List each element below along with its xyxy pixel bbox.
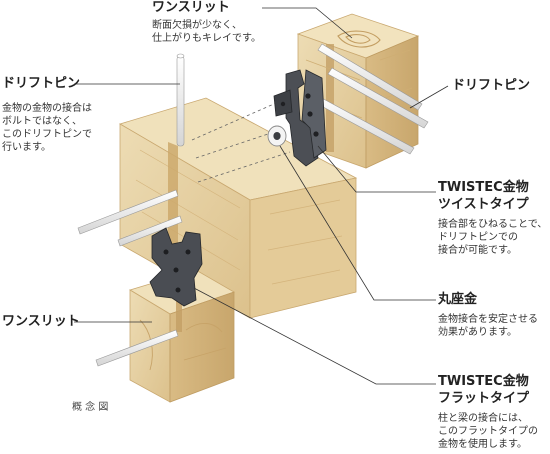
flat-bracket-hole-1 [163, 249, 169, 255]
label-drift-pin-left-desc: 金物の金物の接合は ボルトではなく、 このドリフトピンで 行います。 [2, 103, 92, 153]
beam-end-face [249, 177, 357, 319]
leader-drift-pin-right [409, 85, 449, 109]
beam-slit [168, 142, 178, 262]
flat-bracket-hole-4 [175, 287, 181, 293]
label-twistec-flat-subtitle: フラットタイプ [438, 391, 530, 406]
drift-pin-lower [95, 329, 179, 367]
label-one-slit-bottom-title: ワンスリット [2, 314, 80, 329]
leader-twistec-flat [193, 287, 436, 385]
label-washer-desc: 金物接合を安定させる 効果があります。 [438, 314, 538, 338]
label-one-slit-top-title: ワンスリット [152, 0, 230, 15]
twistec-twist-bracket [273, 69, 327, 167]
leader-twistec-twist [317, 145, 436, 193]
round-washer [267, 125, 287, 147]
label-washer-title: 丸座金 [438, 292, 478, 307]
flat-bracket-hole-2 [185, 249, 191, 255]
washer-hole [273, 132, 281, 140]
twist-bracket-hole-2 [307, 111, 313, 117]
label-twistec-flat-title: TWISTEC金物 [438, 374, 529, 389]
label-drift-pin-left-title: ドリフトピン [2, 76, 81, 91]
drift-pin-vertical [176, 55, 185, 147]
drift-pin-left-1 [77, 189, 179, 235]
upper-post-slit [326, 44, 334, 152]
label-twistec-twist-title: TWISTEC金物 [438, 180, 529, 195]
lower-post-side [169, 291, 235, 403]
drift-pin-right-1 [317, 43, 423, 111]
upper-post-grain [337, 30, 381, 48]
lower-post-slit [176, 292, 182, 332]
drift-pin-right-2 [327, 67, 429, 129]
label-twistec-twist-subtitle: ツイストタイプ [438, 197, 529, 212]
leader-one-slit-top [262, 7, 353, 39]
leader-washer [279, 145, 436, 301]
diagram-caption: 概 念 図 [72, 402, 109, 413]
twist-bracket-wing [301, 69, 327, 159]
twist-bracket-hole-3 [313, 131, 319, 137]
label-drift-pin-right-title: ドリフトピン [452, 78, 531, 93]
label-one-slit-top-desc: 断面欠損が少なく、 仕上がりもキレイです。 [152, 20, 261, 44]
twist-bracket-hole-4 [280, 101, 286, 107]
drift-pin-left-2 [117, 215, 183, 247]
flat-bracket-body [149, 227, 203, 307]
flat-bracket-hole-3 [173, 267, 179, 273]
label-twistec-flat-desc: 柱と梁の接合には、 このフラットタイプの 金物を使用します。 [438, 413, 538, 450]
drift-pins [77, 43, 429, 367]
twistec-flat-bracket [149, 227, 203, 307]
label-twistec-twist-desc: 接合部をひねることで、 ドリフトピンでの 接合が可能です。 [438, 219, 548, 256]
leader-lines [74, 7, 449, 385]
twist-bracket-hole-1 [305, 93, 311, 99]
drift-pin-vertical-tip [176, 53, 185, 59]
